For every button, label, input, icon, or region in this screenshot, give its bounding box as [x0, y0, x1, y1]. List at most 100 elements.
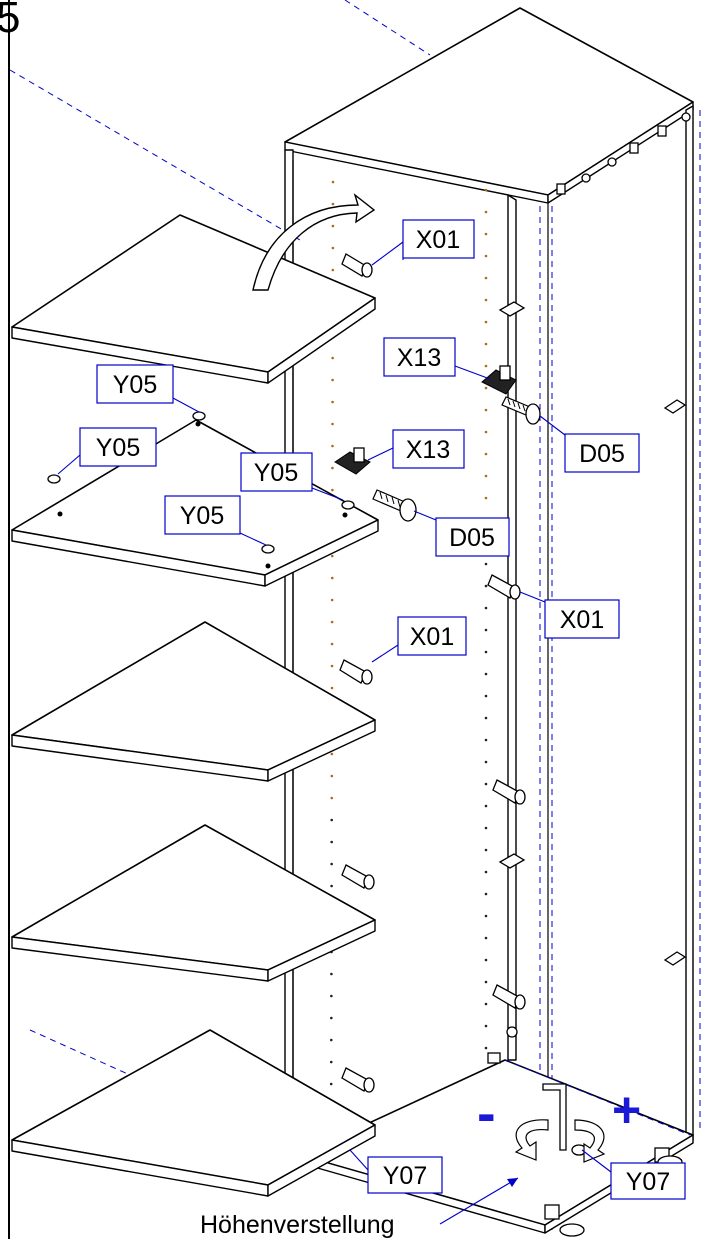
connector-x13-lower	[334, 447, 371, 475]
pin-hole	[484, 342, 488, 346]
pin-hole	[484, 870, 488, 874]
pin-hole	[331, 378, 334, 382]
svg-text:D05: D05	[579, 440, 625, 468]
pin-hole	[330, 840, 333, 844]
pin-hole	[484, 760, 488, 764]
shelf-5	[11, 1029, 376, 1197]
svg-text:Y07: Y07	[626, 1168, 670, 1196]
label-y05-b: Y05	[57, 427, 157, 475]
pin-hole	[484, 298, 488, 302]
pin-hole	[331, 224, 335, 228]
pin-hole	[330, 598, 334, 602]
pin-hole	[484, 320, 488, 324]
pin-hole	[330, 862, 333, 866]
pin-hole	[484, 408, 488, 412]
pin-hole	[329, 1060, 333, 1064]
dowel-x01-right	[487, 574, 521, 600]
pin-hole	[484, 936, 488, 940]
pin-hole	[331, 180, 335, 184]
adjust-rotation-icon	[514, 1119, 606, 1163]
pin-hole	[331, 400, 334, 404]
cabinet-carcass	[284, 7, 694, 1234]
shelf-clips	[498, 301, 687, 1038]
pin-hole	[330, 994, 333, 998]
dowel-x01-top	[341, 253, 373, 278]
pin-hole	[484, 584, 488, 588]
step-number: 5	[0, 0, 20, 42]
dowel-side-1	[492, 779, 526, 805]
pin-hole	[484, 650, 488, 654]
pin-hole	[484, 474, 488, 478]
height-adjustment-callout: Höhenverstellung	[200, 1177, 519, 1239]
svg-text:X01: X01	[410, 623, 454, 651]
svg-text:Y05: Y05	[180, 502, 224, 530]
pin-hole	[484, 254, 488, 258]
pin-hole	[484, 562, 488, 566]
pin-hole	[330, 664, 334, 668]
construction-lines	[9, 0, 701, 1230]
screw-d05-upper	[501, 396, 541, 425]
dowel-lower-1	[341, 864, 375, 890]
pin-hole	[329, 1082, 333, 1086]
rotate-arrow-icon	[252, 193, 376, 291]
top-hardware	[556, 112, 691, 195]
pin-hole	[330, 752, 334, 756]
label-y07-left: Y07	[349, 1149, 443, 1194]
allen-key-icon	[542, 1083, 567, 1151]
shelf-3	[11, 621, 376, 782]
pin-hole	[484, 232, 488, 236]
pin-hole	[331, 246, 335, 250]
pin-hole	[484, 694, 488, 698]
svg-text:X01: X01	[416, 226, 460, 254]
label-x01-right: X01	[519, 591, 620, 639]
pin-hole	[484, 430, 488, 434]
dowel-side-2	[492, 984, 526, 1010]
dowel-lower-2	[341, 1067, 375, 1093]
label-x13-lower: X13	[367, 429, 465, 469]
pin-hole	[330, 576, 334, 580]
connector-x13-upper	[481, 365, 517, 395]
label-x13-upper: X13	[383, 337, 491, 380]
svg-text:Y07: Y07	[383, 1162, 427, 1190]
label-d05-upper: D05	[539, 415, 640, 473]
pin-hole	[484, 1002, 488, 1006]
pin-hole	[484, 1046, 488, 1050]
pin-hole	[330, 1016, 333, 1020]
pin-hole	[484, 980, 488, 984]
pin-hole	[331, 202, 335, 206]
pin-hole	[330, 642, 334, 646]
pin-hole	[484, 914, 488, 918]
minus-sign: -	[477, 1081, 496, 1144]
height-adjustment-label: Höhenverstellung	[200, 1211, 395, 1239]
pin-hole	[484, 848, 488, 852]
pin-hole	[330, 686, 334, 690]
pin-hole	[484, 276, 488, 280]
label-y07-right: Y07	[581, 1149, 686, 1200]
shelf-1	[11, 214, 376, 384]
pin-hole	[484, 386, 488, 390]
label-d05-lower: D05	[413, 510, 510, 557]
pin-hole	[484, 958, 488, 962]
pin-hole	[484, 210, 488, 214]
pin-hole	[484, 606, 488, 610]
pin-hole	[331, 488, 334, 492]
pin-hole	[330, 818, 334, 822]
svg-text:X13: X13	[406, 436, 450, 464]
label-x01-mid: X01	[371, 616, 467, 663]
pin-hole	[330, 884, 333, 888]
pin-hole	[331, 422, 334, 426]
pin-hole	[484, 892, 488, 896]
pin-hole	[484, 738, 488, 742]
pin-hole	[484, 628, 488, 632]
pin-hole	[484, 1024, 488, 1028]
pin-hole	[331, 268, 335, 272]
pin-hole	[330, 774, 334, 778]
svg-text:D05: D05	[449, 524, 495, 552]
pin-hole	[484, 826, 488, 830]
label-y05-a: Y05	[96, 364, 200, 413]
label-y05-c: Y05	[240, 452, 344, 501]
dowel-x01-mid	[339, 659, 373, 685]
svg-text:Y05: Y05	[113, 371, 157, 399]
pin-hole	[330, 972, 333, 976]
